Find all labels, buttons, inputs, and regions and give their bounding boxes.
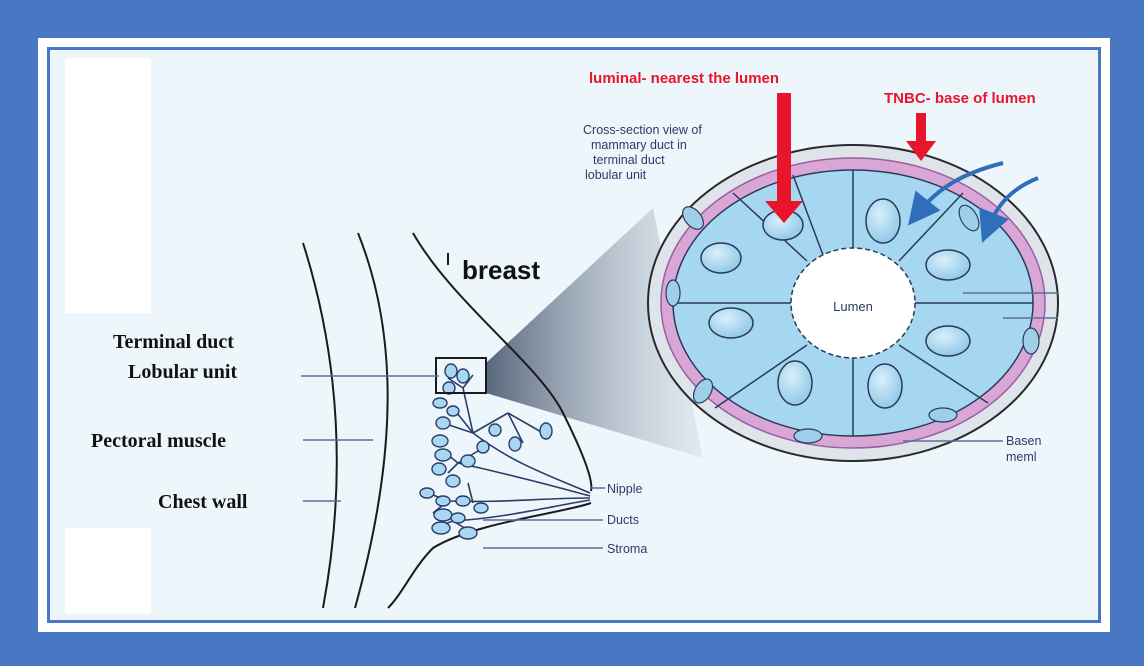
white-panel-top	[65, 58, 151, 313]
cross-section-line-2: mammary duct in	[591, 138, 687, 152]
basement-label-line-1: Basen	[1006, 434, 1041, 448]
lobular-unit-label: Lobular unit	[128, 361, 237, 383]
tnbc-label: TNBC- base of lumen	[884, 90, 1036, 107]
cross-section-line-4: lobular unit	[585, 168, 647, 182]
diagram-panel: Lumen luminal- nea	[47, 47, 1101, 623]
pectoral-muscle-label: Pectoral muscle	[91, 430, 226, 452]
cross-section-line-3: terminal duct	[593, 153, 665, 167]
white-panel-bottom	[65, 528, 151, 613]
chest-wall-label: Chest wall	[158, 491, 248, 513]
cross-section-line-1: Cross-section view of	[583, 123, 702, 137]
breast-label: breast	[462, 255, 540, 285]
outer-frame: Lumen luminal- nea	[38, 38, 1110, 632]
stroma-label: Stroma	[607, 542, 647, 556]
terminal-duct-label: Terminal duct	[113, 331, 234, 353]
duct-cross-section: Lumen	[648, 145, 1058, 461]
nipple-label: Nipple	[607, 482, 642, 496]
breast-anatomy-diagram: Lumen luminal- nea	[50, 50, 1098, 620]
ducts-label: Ducts	[607, 513, 639, 527]
luminal-label: luminal- nearest the lumen	[589, 70, 779, 87]
basement-label-line-2: meml	[1006, 450, 1037, 464]
lumen-label: Lumen	[833, 299, 873, 314]
